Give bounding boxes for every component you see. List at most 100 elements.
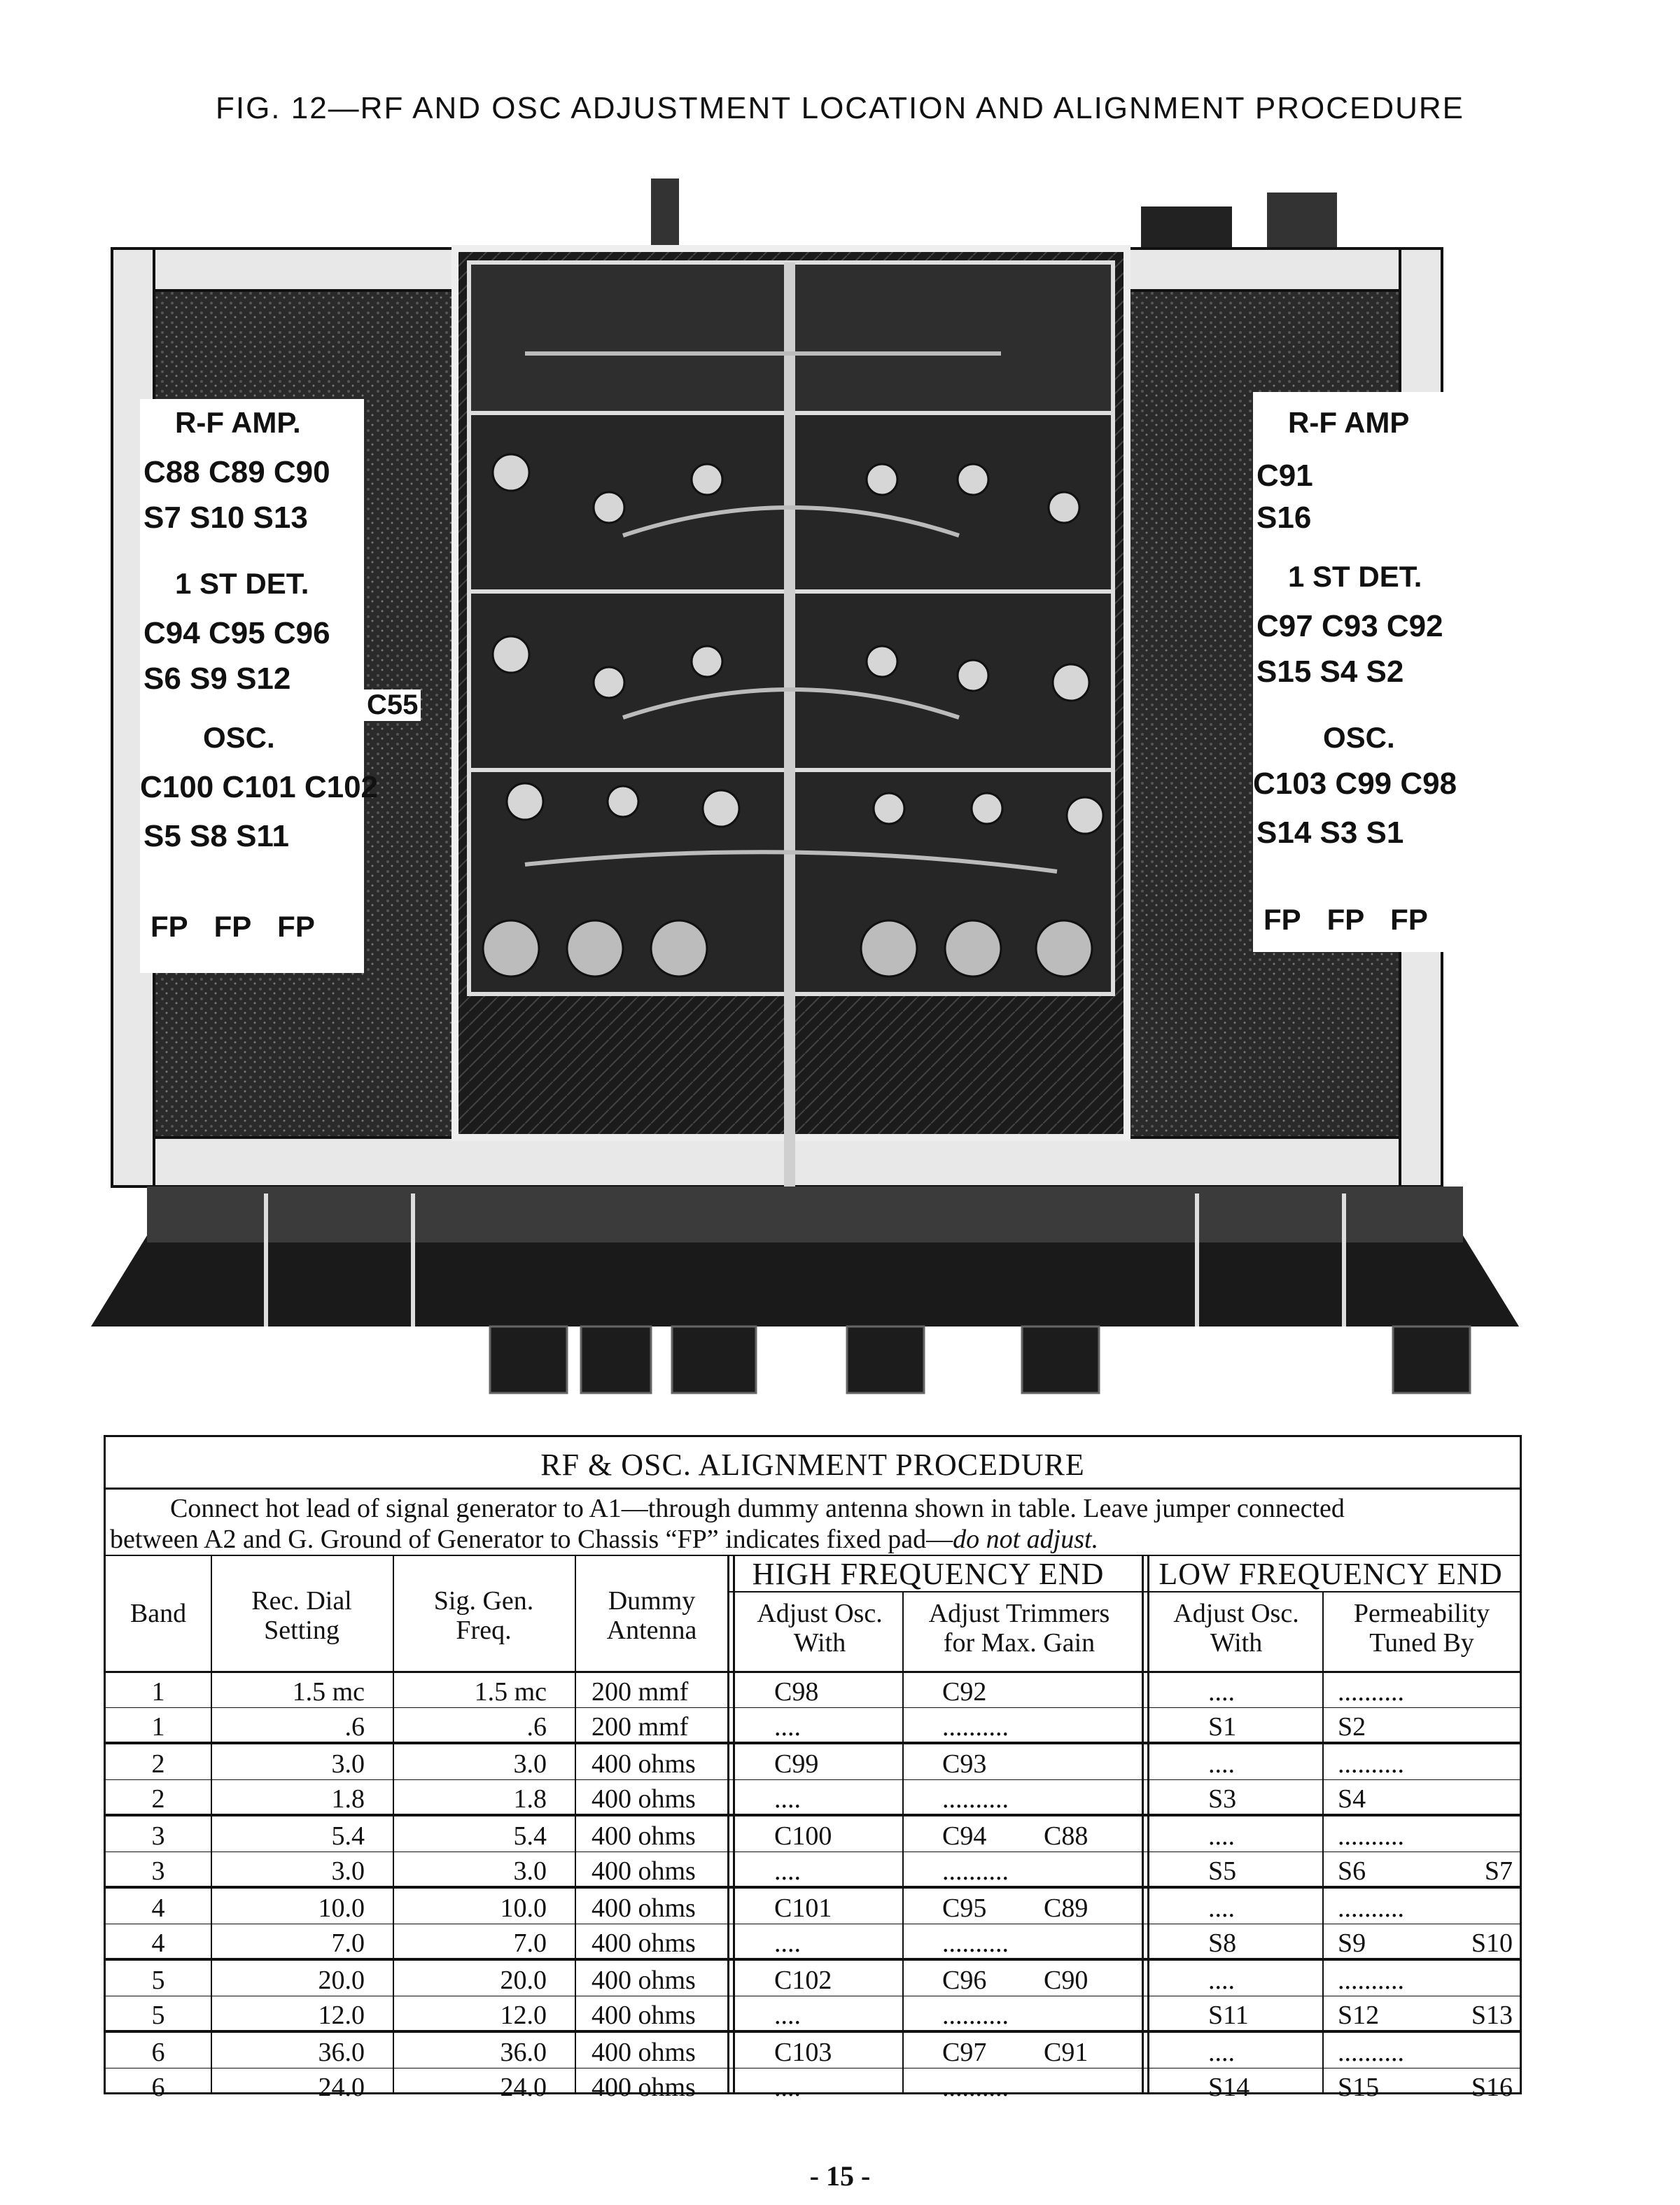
- header-dial-1: Rec. Dial: [251, 1586, 352, 1616]
- cell-band: 6: [151, 2072, 165, 2102]
- header-trimmers-1: Adjust Trimmers: [928, 1599, 1110, 1628]
- cell-ant: 200 mmf: [592, 1712, 689, 1742]
- cell-hosc: ....: [774, 1928, 801, 1958]
- label-rf-amp-left: R-F AMP.: [175, 406, 301, 439]
- cell-perm-a: S2: [1338, 1712, 1366, 1742]
- procedure-title: RF & OSC. ALIGNMENT PROCEDURE: [540, 1448, 1085, 1482]
- procedure-note-line2: between A2 and G. Ground of Generator to…: [110, 1525, 1099, 1554]
- cell-band: 2: [151, 1784, 165, 1814]
- label-det-slugs-left: S6 S9 S12: [144, 662, 291, 696]
- cell-ant: 400 ohms: [592, 1928, 696, 1958]
- cell-trim-b: C90: [1044, 1966, 1088, 1995]
- label-det-right: 1 ST DET.: [1288, 560, 1422, 593]
- row-rule: [106, 2030, 1520, 2033]
- cell-perm-a: ..........: [1338, 2038, 1404, 2067]
- figure-title: FIG. 12—RF AND OSC ADJUSTMENT LOCATION A…: [215, 91, 1465, 125]
- row-rule: [106, 1742, 1520, 1744]
- cell-ant: 400 ohms: [592, 1966, 696, 1995]
- header-gen-2: Freq.: [456, 1616, 512, 1645]
- header-low-osc-1: Adjust Osc.: [1173, 1599, 1299, 1628]
- cell-losc: S11: [1208, 2000, 1249, 2030]
- cell-perm-a: S6: [1338, 1856, 1366, 1886]
- label-osc-right: OSC.: [1323, 721, 1395, 754]
- cell-trim-a: ..........: [942, 1928, 1009, 1958]
- cell-hosc: C103: [774, 2038, 832, 2067]
- cell-dial: 12.0: [318, 2000, 365, 2030]
- label-det-left: 1 ST DET.: [175, 567, 309, 600]
- label-c55: C55: [364, 690, 421, 721]
- cell-hosc: ....: [774, 1712, 801, 1742]
- cell-trim-a: ..........: [942, 1712, 1009, 1742]
- label-osc-caps-left: C100 C101 C102: [140, 770, 379, 804]
- cell-perm-a: ..........: [1338, 1893, 1404, 1923]
- cell-losc: ....: [1208, 1893, 1235, 1923]
- label-osc-slugs-left: S5 S8 S11: [144, 819, 289, 853]
- header-ant-1: Dummy: [608, 1586, 696, 1616]
- label-rf-slugs-right: S16: [1256, 500, 1312, 535]
- cell-perm-a: S4: [1338, 1784, 1366, 1814]
- cell-perm-a: S12: [1338, 2000, 1380, 2030]
- cell-trim-b: C89: [1044, 1893, 1088, 1923]
- cell-dial: 20.0: [318, 1966, 365, 1995]
- row-rule: [106, 1851, 1520, 1852]
- cell-dial: 1.8: [331, 1784, 365, 1814]
- cell-gen: 7.0: [513, 1928, 547, 1958]
- cell-hosc: C102: [774, 1966, 832, 1995]
- cell-perm-b: S7: [1484, 1856, 1513, 1886]
- cell-band: 5: [151, 1966, 165, 1995]
- cell-trim-a: C97: [942, 2038, 987, 2067]
- cell-trim-a: ..........: [942, 2000, 1009, 2030]
- label-osc-caps-right: C103 C99 C98: [1253, 766, 1457, 801]
- label-rf-caps-right: C91: [1256, 458, 1313, 493]
- cell-dial: 7.0: [331, 1928, 365, 1958]
- cell-gen: 1.8: [513, 1784, 547, 1814]
- cell-hosc: C99: [774, 1749, 819, 1779]
- cell-dial: 5.4: [331, 1821, 365, 1851]
- cell-gen: 3.0: [513, 1749, 547, 1779]
- cell-perm-a: ..........: [1338, 1749, 1404, 1779]
- cell-band: 3: [151, 1821, 165, 1851]
- label-det-caps-right: C97 C93 C92: [1256, 609, 1443, 643]
- label-det-caps-left: C94 C95 C96: [144, 616, 330, 650]
- label-fp-left: FP FP FP: [150, 910, 315, 943]
- header-low-osc-2: With: [1210, 1628, 1263, 1658]
- group-high-frequency: HIGH FREQUENCY END: [752, 1557, 1105, 1591]
- row-rule: [106, 1886, 1520, 1889]
- header-permeability-1: Permeability: [1353, 1599, 1490, 1628]
- left-label-panel: R-F AMP. C88 C89 C90 S7 S10 S13 1 ST DET…: [140, 399, 378, 973]
- label-rf-slugs-left: S7 S10 S13: [144, 500, 308, 535]
- cell-band: 3: [151, 1856, 165, 1886]
- label-det-slugs-right: S15 S4 S2: [1256, 654, 1404, 689]
- cell-trim-b: C91: [1044, 2038, 1088, 2067]
- page-number: - 15 -: [809, 2160, 871, 2192]
- cell-dial: .6: [344, 1712, 365, 1742]
- cell-hosc: ....: [774, 1856, 801, 1886]
- cell-trim-a: C92: [942, 1677, 987, 1707]
- cell-hosc: C101: [774, 1893, 832, 1923]
- cell-losc: S14: [1208, 2072, 1250, 2102]
- cell-hosc: C100: [774, 1821, 832, 1851]
- cell-perm-a: ..........: [1338, 1966, 1404, 1995]
- cell-gen: 5.4: [513, 1821, 547, 1851]
- cell-hosc: ....: [774, 1784, 801, 1814]
- cell-dial: 3.0: [331, 1856, 365, 1886]
- cell-trim-a: C95: [942, 1893, 987, 1923]
- cell-losc: S8: [1208, 1928, 1237, 1958]
- cell-ant: 400 ohms: [592, 1856, 696, 1886]
- cell-dial: 24.0: [318, 2072, 365, 2102]
- cell-ant: 400 ohms: [592, 1821, 696, 1851]
- row-rule: [106, 1707, 1520, 1708]
- cell-perm-b: S13: [1471, 2000, 1513, 2030]
- cell-hosc: ....: [774, 2000, 801, 2030]
- cell-perm-a: ..........: [1338, 1677, 1404, 1707]
- cell-band: 5: [151, 2000, 165, 2030]
- cell-losc: S3: [1208, 1784, 1237, 1814]
- cell-gen: 36.0: [500, 2038, 547, 2067]
- cell-losc: ....: [1208, 2038, 1235, 2067]
- header-high-osc-1: Adjust Osc.: [757, 1599, 883, 1628]
- cell-band: 6: [151, 2038, 165, 2067]
- cell-trim-b: C88: [1044, 1821, 1088, 1851]
- cell-losc: ....: [1208, 1821, 1235, 1851]
- cell-trim-a: C93: [942, 1749, 987, 1779]
- cell-gen: 12.0: [500, 2000, 547, 2030]
